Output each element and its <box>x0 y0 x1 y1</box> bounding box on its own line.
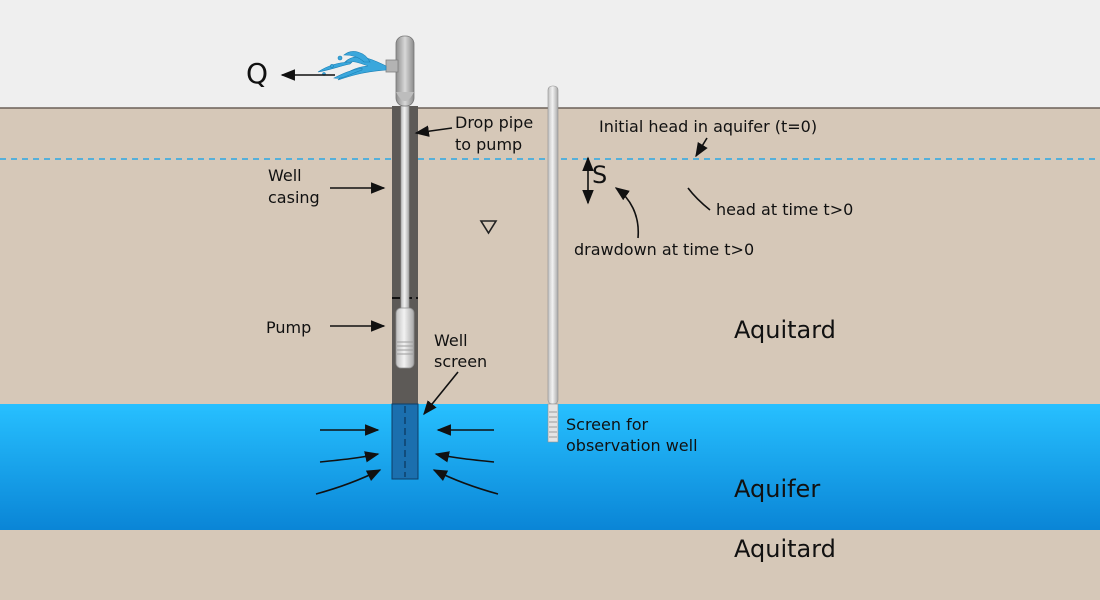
pump-vents <box>397 341 413 355</box>
drop-pipe <box>400 105 410 311</box>
drop-pipe-arrow <box>414 125 453 137</box>
flow-arrow-right-3 <box>432 469 499 495</box>
pump-label: Pump <box>266 318 311 337</box>
initial-head-arrow <box>695 137 708 158</box>
observation-screen-label-2: observation well <box>566 436 698 455</box>
screen-arrow <box>423 371 459 416</box>
drawdown-arrow <box>614 187 640 239</box>
drawdown-s-label: S <box>592 161 607 189</box>
pump-body <box>395 307 415 369</box>
observation-screen-slots <box>549 411 557 438</box>
well-casing-label-1: Well <box>268 166 302 185</box>
flow-arrow-right-2 <box>434 451 495 463</box>
water-spray <box>317 51 387 81</box>
well-casing-label-2: casing <box>268 188 320 207</box>
head-curve-tick <box>687 187 711 211</box>
discharge-label: Q <box>246 57 268 90</box>
aquitard-lower-label: Aquitard <box>734 535 836 563</box>
discharge-spout <box>385 59 399 73</box>
initial-head-label: Initial head in aquifer (t=0) <box>599 117 817 136</box>
head-time-label: head at time t>0 <box>716 200 853 219</box>
observation-screen-label-1: Screen for <box>566 415 649 434</box>
drawdown-label: drawdown at time t>0 <box>574 240 754 259</box>
well-screen-label-2: screen <box>434 352 487 371</box>
flow-arrow-left-2 <box>319 451 380 463</box>
lower-aquitard <box>0 530 1100 600</box>
aquitard-upper-label: Aquitard <box>734 316 836 344</box>
aquifer-label: Aquifer <box>734 475 820 503</box>
flow-arrow-left-3 <box>315 469 382 495</box>
drop-pipe-label-2: to pump <box>455 135 522 154</box>
drop-pipe-label-1: Drop pipe <box>455 113 533 132</box>
well-screen-label-1: Well <box>434 331 468 350</box>
water-table-icon <box>479 220 498 235</box>
wellhead-flange <box>396 92 414 101</box>
observation-screen <box>547 403 559 443</box>
observation-well <box>547 85 559 405</box>
